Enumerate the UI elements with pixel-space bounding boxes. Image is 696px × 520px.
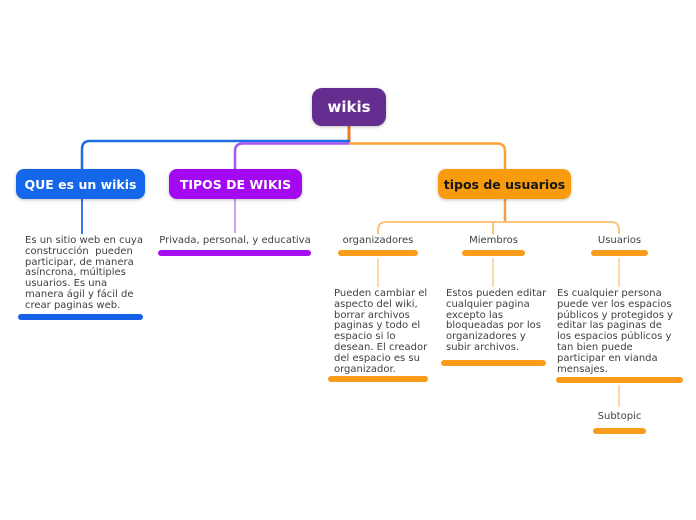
topic-subtopic-underline <box>593 428 646 434</box>
topic-miembros-underline <box>462 250 525 256</box>
connector-root-tiposwikis <box>233 142 351 171</box>
branch-node-que-es-un-wikis[interactable]: QUE es un wikis <box>16 169 145 199</box>
topic-usuarios[interactable]: Usuarios <box>597 235 642 246</box>
branch-node-tipos-de-wikis[interactable]: TIPOS DE WIKIS <box>169 169 302 199</box>
topic-organizadores-description-underline <box>328 376 428 382</box>
topic-privada-underline <box>158 250 311 256</box>
topic-usuarios-description[interactable]: Es cualquier persona puede ver los espac… <box>557 288 674 375</box>
topic-organizadores[interactable]: organizadores <box>342 235 414 246</box>
topic-miembros-description[interactable]: Estos pueden editar cualquier pagina exc… <box>446 288 547 353</box>
topic-privada-personal-educativa[interactable]: Privada, personal, y educativa <box>159 235 311 246</box>
connector-root-tipososuarios <box>348 142 507 171</box>
topic-que-description[interactable]: Es un sitio web en cuya construcción pue… <box>25 235 143 311</box>
branch-node-tipos-de-usuarios[interactable]: tipos de usuarios <box>438 169 571 199</box>
topic-usuarios-underline <box>591 250 648 256</box>
root-node-wikis[interactable]: wikis <box>312 88 386 126</box>
connector-root-que <box>80 139 351 171</box>
topic-que-underline <box>18 314 143 320</box>
connector-usertypes-branch <box>377 221 620 234</box>
topic-usuarios-description-underline <box>556 377 683 383</box>
topic-organizadores-underline <box>338 250 418 256</box>
topic-miembros[interactable]: Miembros <box>469 235 518 246</box>
topic-miembros-description-underline <box>441 360 546 366</box>
topic-subtopic[interactable]: Subtopic <box>597 411 642 422</box>
topic-organizadores-description[interactable]: Pueden cambiar el aspecto del wiki, borr… <box>334 288 428 375</box>
